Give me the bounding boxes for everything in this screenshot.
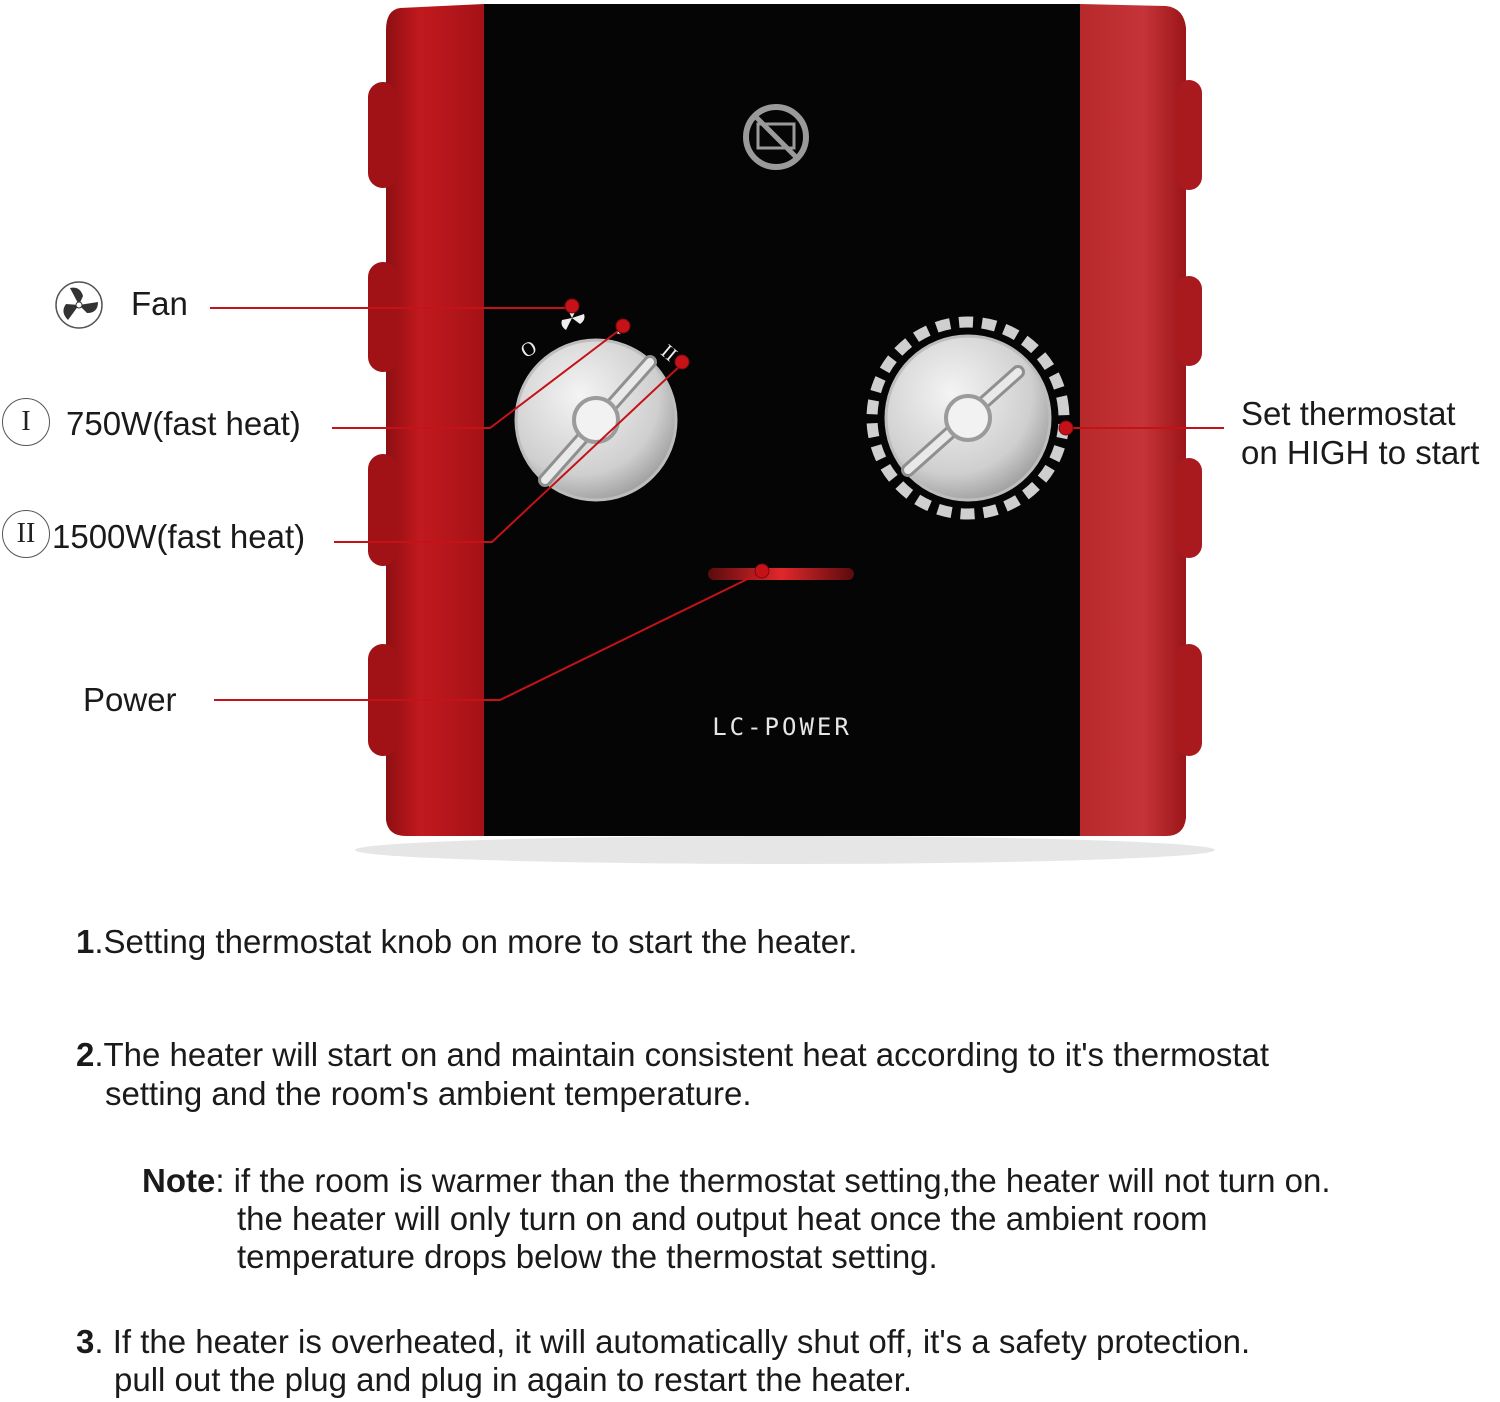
right-grip-bumps	[1176, 80, 1202, 756]
floor-shadow	[355, 836, 1215, 864]
step-1-number: 1	[76, 923, 95, 960]
low-setting-label: 750W(fast heat)	[66, 405, 301, 442]
step-3-line2: pull out the plug and plug in again to r…	[114, 1361, 913, 1398]
step-1-text: .Setting thermostat knob on more to star…	[94, 923, 858, 960]
brand-logo: LC-POWER	[712, 713, 852, 741]
power-label: Power	[83, 681, 177, 718]
step-3-line1: . If the heater is overheated, it will a…	[94, 1323, 1251, 1360]
heater-illustration: O I II LC-POWER	[210, 4, 1224, 864]
step-3-number: 3	[76, 1323, 95, 1360]
leader-lines	[210, 307, 1224, 701]
heater-diagram: O I II LC-POWER	[210, 4, 1224, 864]
step-2-line2: setting and the room's ambient temperatu…	[105, 1075, 752, 1112]
instruction-note: Note: if the room is warmer than the the…	[142, 1162, 1331, 1276]
mode-knob[interactable]	[514, 338, 678, 502]
left-side-panel	[386, 4, 484, 836]
thermostat-label-line1: Set thermostat	[1241, 395, 1456, 432]
thermostat-label-line2: on HIGH to start	[1241, 434, 1480, 471]
thermostat-label: Set thermostat on HIGH to start	[1241, 394, 1479, 472]
step-2-line1: .The heater will start on and maintain c…	[94, 1036, 1270, 1073]
instruction-step-3: 3. If the heater is overheated, it will …	[76, 1323, 1250, 1399]
low-setting-badge: I	[2, 398, 50, 446]
high-setting-badge: II	[2, 510, 50, 558]
note-line2: the heater will only turn on and output …	[237, 1200, 1208, 1237]
fan-icon	[54, 280, 104, 330]
step-2-number: 2	[76, 1036, 95, 1073]
right-side-panel	[1080, 4, 1186, 836]
thermostat-scale	[866, 316, 1070, 520]
note-heading: Note	[142, 1162, 216, 1199]
instruction-step-1: 1.Setting thermostat knob on more to sta…	[76, 922, 857, 961]
thermostat-knob[interactable]	[884, 334, 1052, 502]
instruction-step-2: 2.The heater will start on and maintain …	[76, 1035, 1269, 1113]
fan-label: Fan	[131, 285, 188, 322]
high-setting-label: 1500W(fast heat)	[52, 518, 306, 555]
note-line1: : if the room is warmer than the thermos…	[215, 1162, 1331, 1199]
note-line3: temperature drops below the thermostat s…	[237, 1238, 938, 1275]
do-not-cover-icon	[743, 104, 809, 170]
power-indicator	[708, 568, 854, 580]
leader-dots	[564, 298, 1074, 579]
